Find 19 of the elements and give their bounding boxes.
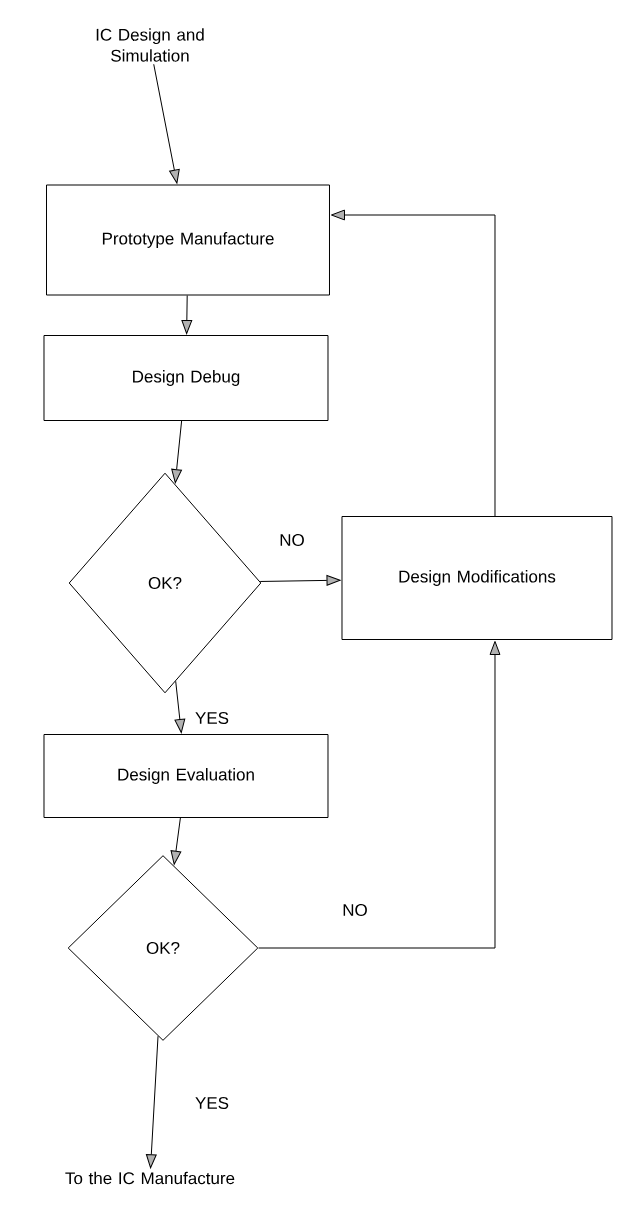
arrow <box>330 209 496 517</box>
edge-label: NO <box>341 903 369 917</box>
flow-text: IC Design and Simulation <box>96 28 204 62</box>
arrow <box>170 817 182 865</box>
arrow <box>181 295 193 335</box>
process-box: Design Modifications <box>341 516 613 640</box>
arrow <box>145 1035 159 1169</box>
arrow <box>174 680 186 734</box>
process-box: Design Evaluation <box>43 734 329 818</box>
arrow <box>153 63 180 184</box>
arrow <box>259 575 341 586</box>
flow-text: To the IC Manufacture <box>65 1171 235 1185</box>
arrow <box>258 640 501 949</box>
process-box: Design Debug <box>43 335 329 421</box>
edge-label: NO <box>278 533 306 547</box>
edge-label: YES <box>194 711 230 725</box>
arrow <box>171 420 183 484</box>
process-box: Prototype Manufacture <box>46 184 330 296</box>
edge-label: YES <box>194 1096 230 1110</box>
